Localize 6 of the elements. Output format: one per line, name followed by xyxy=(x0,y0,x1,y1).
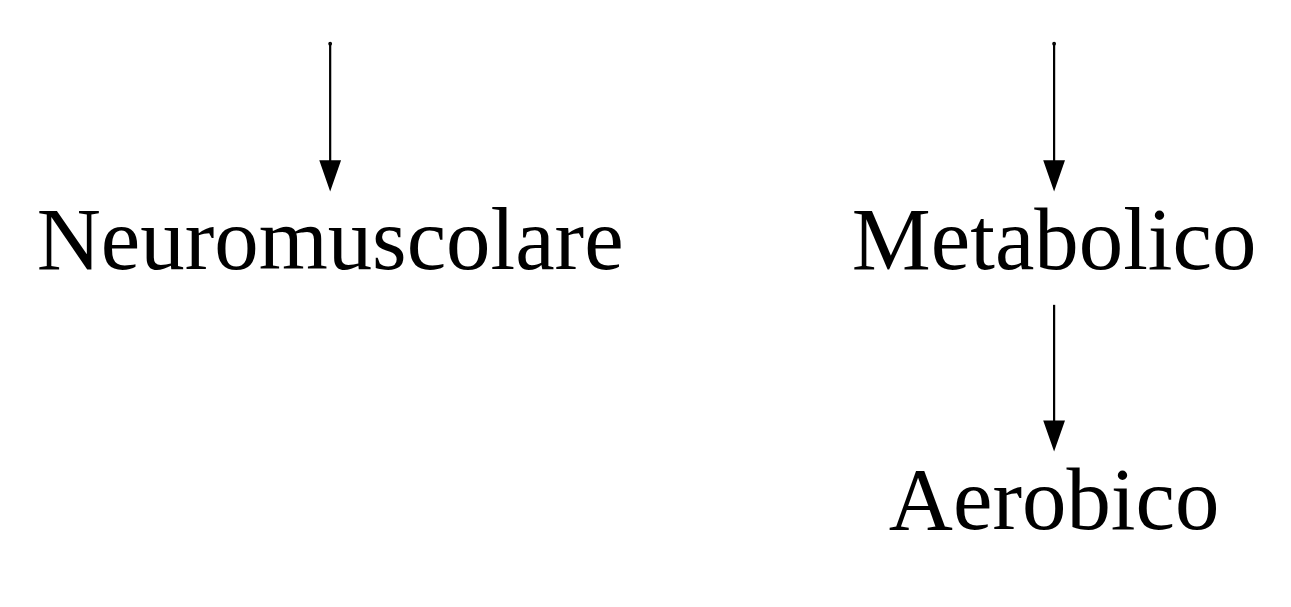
arrow xyxy=(319,44,342,192)
arrow xyxy=(1043,44,1065,192)
node-text: Metabolico xyxy=(851,189,1257,288)
node-text: Aerobico xyxy=(888,449,1220,548)
arrow xyxy=(1043,304,1065,452)
node-text: Neuromuscolare xyxy=(36,189,624,288)
